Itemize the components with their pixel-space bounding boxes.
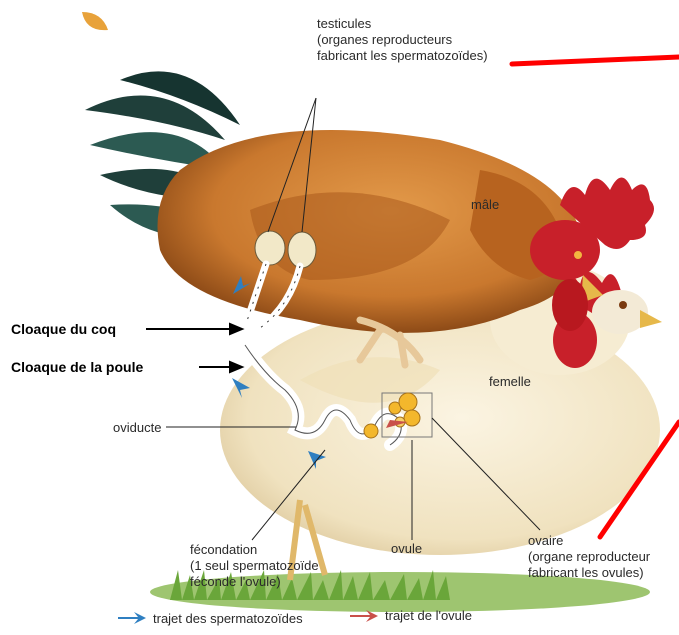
label-ovaire-line2: (organe reproducteur (528, 549, 650, 565)
testicle-left (255, 231, 285, 265)
label-male: mâle (471, 197, 499, 213)
label-fecondation-title: fécondation (190, 542, 319, 558)
label-fecondation: fécondation (1 seul spermatozoïde fécond… (190, 542, 319, 590)
label-testicules-line2: (organes reproducteurs (317, 32, 488, 48)
label-fecondation-line2: (1 seul spermatozoïde (190, 558, 319, 574)
label-testicules-title: testicules (317, 16, 488, 32)
label-oviducte: oviducte (113, 420, 161, 436)
label-fecondation-line3: féconde l'ovule) (190, 574, 319, 590)
label-testicules-line3: fabricant les spermatozoïdes) (317, 48, 488, 64)
label-femelle: femelle (489, 374, 531, 390)
label-ovule: ovule (391, 541, 422, 557)
label-ovaire-title: ovaire (528, 533, 650, 549)
label-ovaire: ovaire (organe reproducteur fabricant le… (528, 533, 650, 581)
cloaca-pointers (146, 324, 242, 372)
label-testicules: testicules (organes reproducteurs fabric… (317, 16, 488, 64)
testicle-right (288, 232, 316, 268)
leaf-decoration (82, 12, 108, 30)
label-cloaque-coq: Cloaque du coq (11, 321, 116, 337)
ovum (364, 424, 378, 438)
legend-sperm-path: trajet des spermatozoïdes (153, 611, 303, 627)
sperm-arrow-icon (118, 612, 146, 624)
label-cloaque-poule: Cloaque de la poule (11, 359, 143, 375)
label-ovaire-line3: fabricant les ovules) (528, 565, 650, 581)
legend-ovum-path: trajet de l'ovule (385, 608, 472, 624)
